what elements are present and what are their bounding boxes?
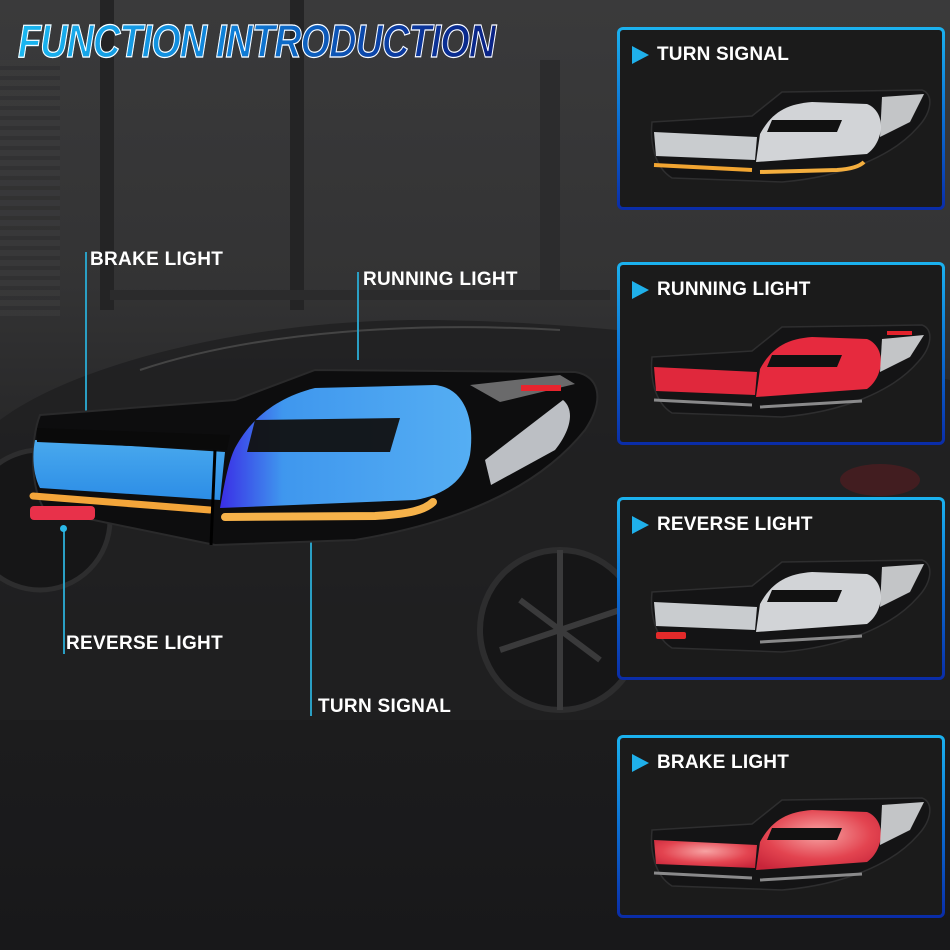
tail-light-running-image (650, 324, 931, 418)
leader-dot-reverse (60, 525, 67, 532)
leader-line-running (357, 272, 359, 360)
wall-ledge (110, 290, 610, 300)
leader-line-reverse (63, 528, 65, 654)
tail-light-brake-image (650, 797, 931, 891)
panel-turn-signal: TURN SIGNAL (617, 27, 945, 210)
wall-column (540, 60, 560, 300)
tail-light-turn-signal-image (650, 89, 931, 183)
panel-label: TURN SIGNAL (657, 44, 790, 65)
wall-column (100, 0, 114, 310)
leader-line-brake (85, 252, 87, 432)
callout-turn-signal: TURN SIGNAL (318, 696, 452, 717)
leader-line-turn (310, 521, 312, 716)
page-title: FUNCTION INTRODUCTION (18, 14, 497, 67)
main-tail-light-image (29, 368, 599, 547)
arrow-right-icon (632, 281, 649, 299)
panel-label: REVERSE LIGHT (657, 514, 813, 535)
callout-running-light: RUNNING LIGHT (363, 269, 518, 290)
panel-reverse-light: REVERSE LIGHT (617, 497, 945, 680)
panel-label: RUNNING LIGHT (657, 279, 811, 300)
tail-light-reverse-image (650, 559, 931, 653)
panel-label: BRAKE LIGHT (657, 752, 790, 773)
garage-door (0, 60, 60, 320)
arrow-right-icon (632, 46, 649, 64)
panel-running-light: RUNNING LIGHT (617, 262, 945, 445)
panel-brake-light: BRAKE LIGHT (617, 735, 945, 918)
wall-column (290, 0, 304, 310)
callout-brake-light: BRAKE LIGHT (90, 249, 224, 270)
arrow-right-icon (632, 754, 649, 772)
callout-reverse-light: REVERSE LIGHT (66, 633, 223, 654)
arrow-right-icon (632, 516, 649, 534)
